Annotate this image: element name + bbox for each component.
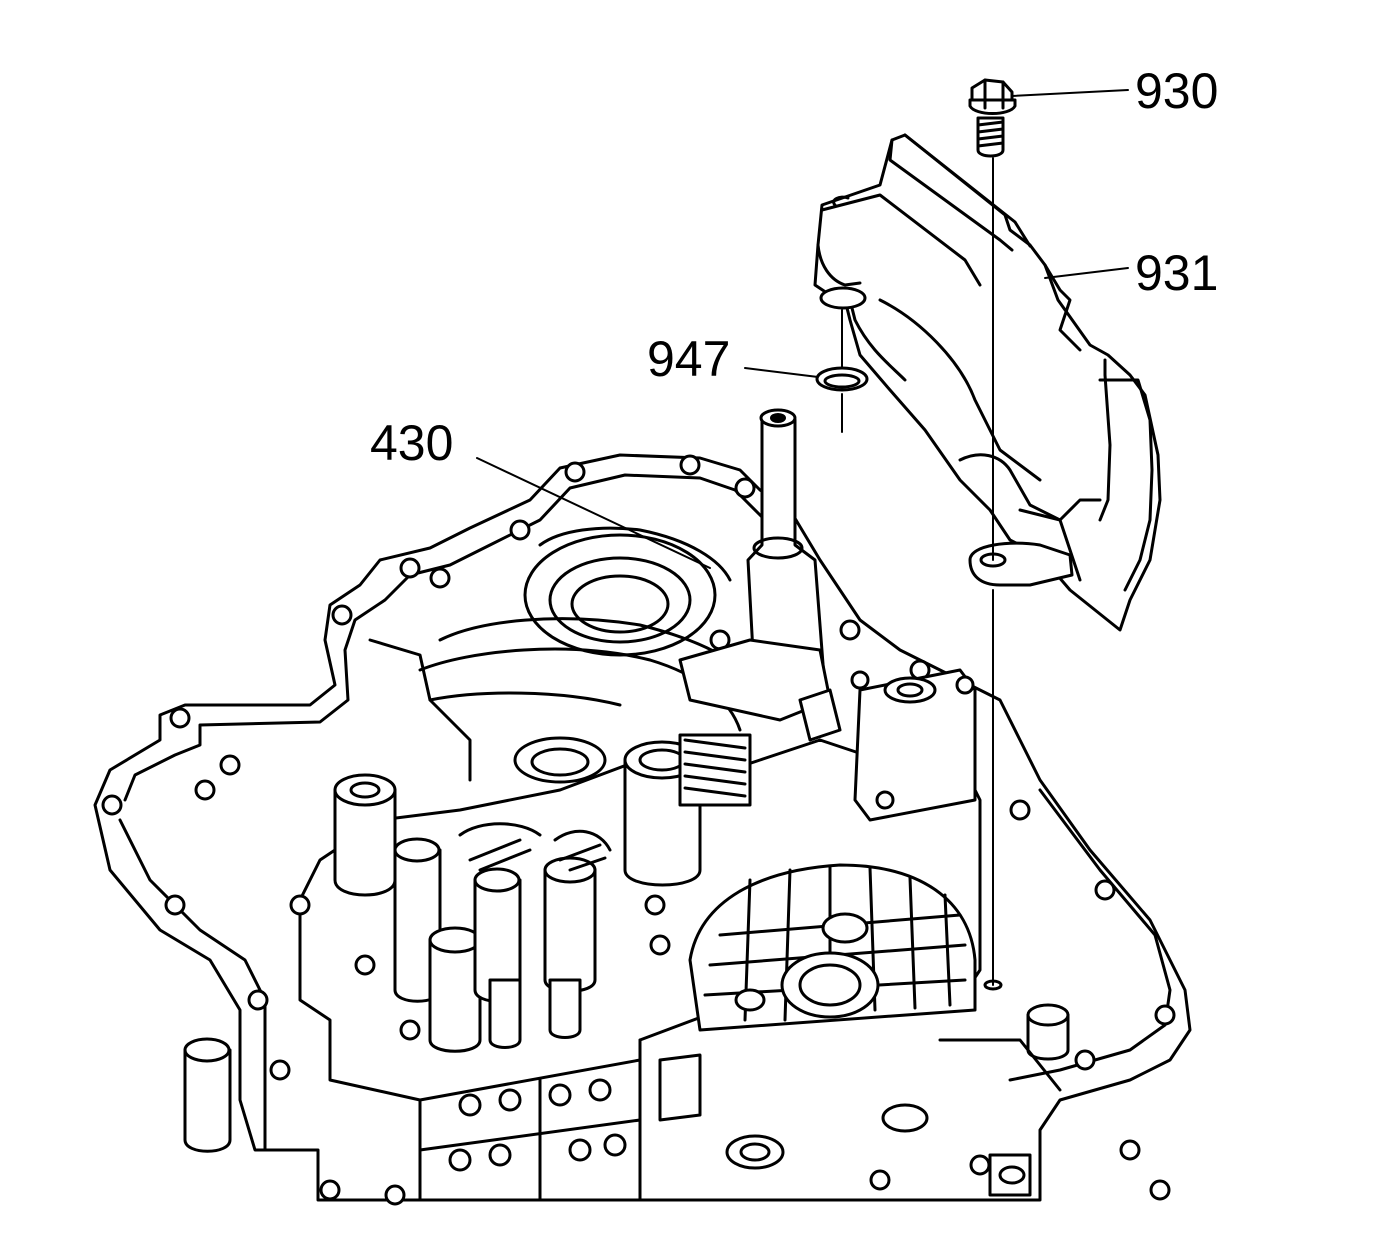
leader-430 (476, 457, 711, 569)
callout-931: 931 (1135, 245, 1218, 301)
filter-assembly (813, 133, 1162, 632)
coil-spring (678, 733, 752, 807)
seal-ring (815, 366, 869, 392)
leader-947 (744, 367, 819, 378)
filter-screen (688, 863, 977, 1032)
leader-lines (476, 89, 1129, 569)
bolt (968, 78, 1017, 158)
leader-931 (1044, 267, 1129, 279)
leader-930 (1011, 89, 1129, 97)
assembly-lines (841, 157, 1003, 991)
callout-labels: 930 931 947 430 (370, 63, 1218, 471)
callout-930: 930 (1135, 63, 1218, 119)
valve-body (194, 619, 982, 1202)
filter-tube (678, 408, 842, 742)
callout-430: 430 (370, 415, 453, 471)
case-lower-features (183, 1003, 1070, 1197)
callout-947: 947 (647, 331, 730, 387)
